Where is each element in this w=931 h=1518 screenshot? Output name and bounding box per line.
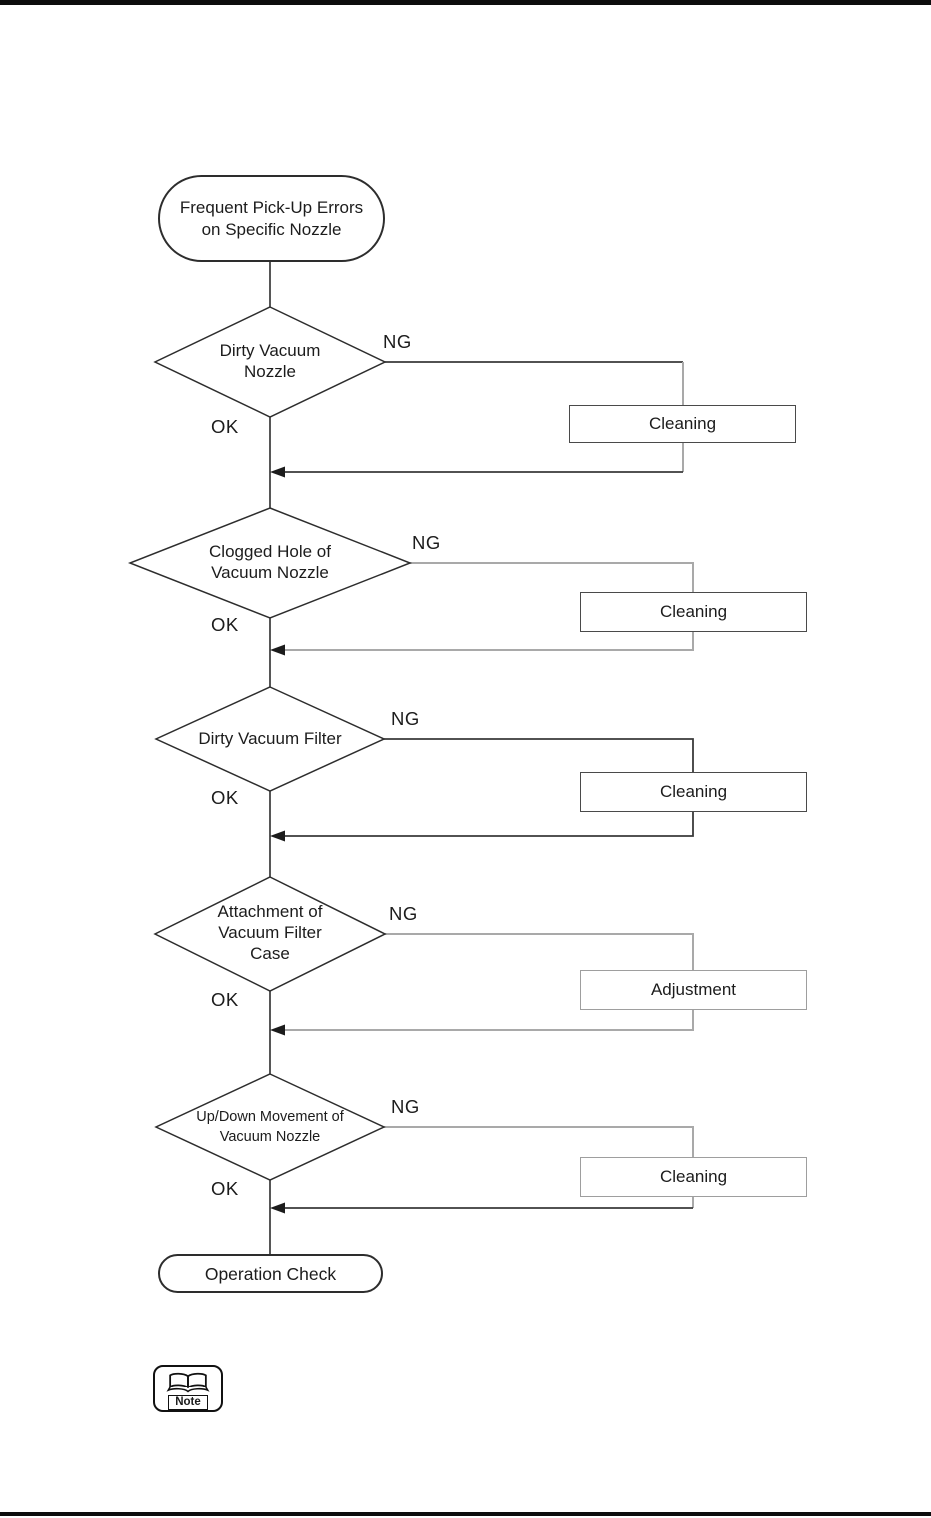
start-terminal-line1: Frequent Pick-Up Errors xyxy=(179,197,364,217)
ok-label-2: OK xyxy=(211,614,239,635)
return-arrowhead-1 xyxy=(270,466,285,478)
note-label: Note xyxy=(168,1395,208,1410)
return-arrowhead-2 xyxy=(270,644,285,656)
ng-label-2: NG xyxy=(412,532,441,553)
ng-label-5: NG xyxy=(391,1096,420,1117)
ng-label-1: NG xyxy=(383,331,412,352)
end-terminal: Operation Check xyxy=(158,1254,383,1293)
decision-diamond-2 xyxy=(127,507,413,619)
decision-diamond-5 xyxy=(154,1073,386,1181)
open-book-icon xyxy=(164,1370,212,1395)
ok-label-3: OK xyxy=(211,787,239,808)
decision-label-5: Up/Down Movement of Vacuum Nozzle xyxy=(196,1109,344,1145)
start-terminal-line2: on Specific Nozzle xyxy=(201,219,342,239)
bottom-rule xyxy=(0,1512,931,1516)
decision-label-2: Clogged Hole of Vacuum Nozzle xyxy=(209,542,331,582)
decision-diamond-1 xyxy=(153,306,387,418)
decision-label-3: Dirty Vacuum Filter xyxy=(198,729,342,748)
decision-label-1: Dirty Vacuum Nozzle xyxy=(219,341,321,381)
ng-label-3: NG xyxy=(391,708,420,729)
return-arrowhead-3 xyxy=(270,830,285,842)
return-arrowhead-4 xyxy=(270,1024,285,1036)
action-box-4: Adjustment xyxy=(580,970,807,1010)
decision-diamond-3 xyxy=(154,686,386,792)
action-box-2: Cleaning xyxy=(580,592,807,632)
action-box-1: Cleaning xyxy=(569,405,796,443)
start-terminal: Frequent Pick-Up Errors on Specific Nozz… xyxy=(158,175,385,262)
ok-label-4: OK xyxy=(211,989,239,1010)
action-box-5: Cleaning xyxy=(580,1157,807,1197)
ok-label-1: OK xyxy=(211,416,239,437)
decision-label-4: Attachment of Vacuum Filter Case xyxy=(217,902,323,963)
note-badge: Note xyxy=(153,1365,223,1412)
decision-diamond-4 xyxy=(153,876,387,992)
action-box-3: Cleaning xyxy=(580,772,807,812)
top-rule xyxy=(0,0,931,5)
return-arrowhead-5 xyxy=(270,1202,285,1214)
ok-label-5: OK xyxy=(211,1178,239,1199)
ng-label-4: NG xyxy=(389,903,418,924)
